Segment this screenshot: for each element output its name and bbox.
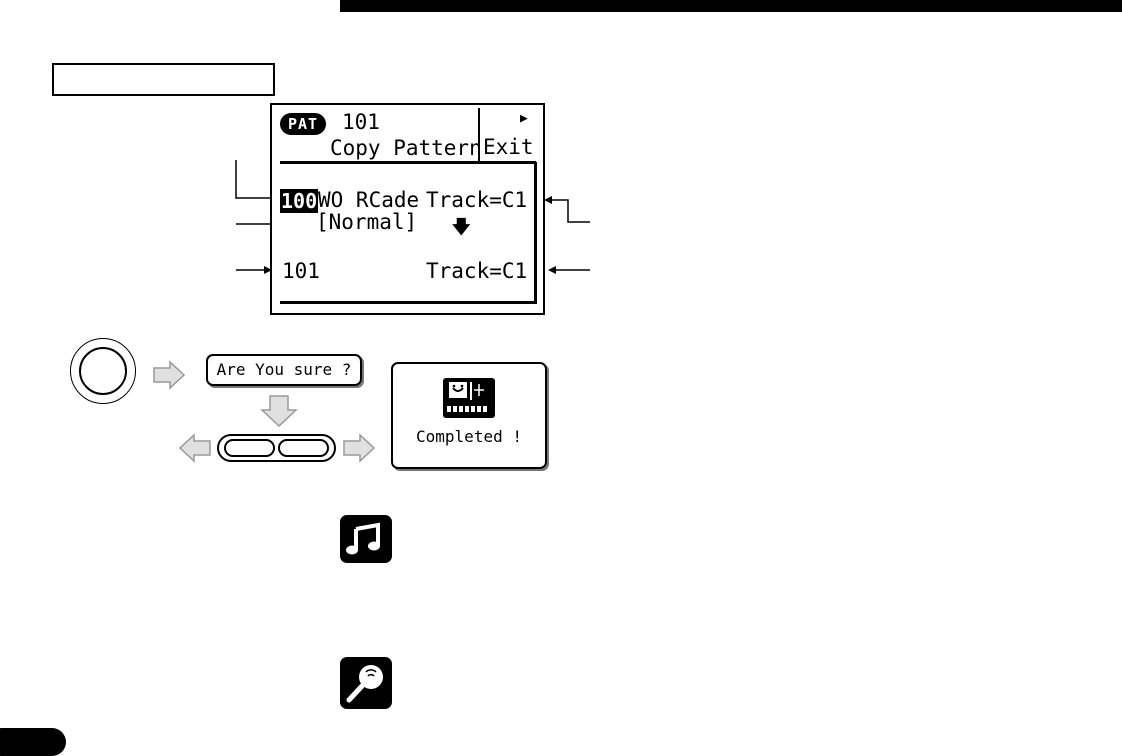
exit-divider — [478, 108, 480, 163]
completed-dialog: Completed ! — [391, 362, 547, 469]
source-pattern-name: WO RCade — [318, 188, 420, 212]
music-note-icon — [340, 515, 392, 563]
knob-center — [79, 347, 127, 395]
section-label-box — [52, 63, 275, 96]
destination-track[interactable]: Track=C1 — [426, 259, 528, 283]
enter-knob[interactable] — [70, 338, 136, 404]
magnifier-icon — [340, 657, 392, 709]
header-bar — [340, 0, 1122, 12]
lcd-screen: PAT 101 Copy Pattern Exit ▶ 100 WO RCade… — [270, 103, 545, 315]
completed-text: Completed ! — [416, 427, 522, 446]
source-track-callout — [548, 199, 590, 223]
page-tab — [0, 728, 66, 756]
title-divider — [280, 161, 536, 164]
right-arrow-icon — [343, 433, 376, 463]
device-icon — [443, 378, 495, 418]
no-button[interactable] — [224, 439, 275, 457]
left-arrow-icon — [178, 433, 211, 463]
destination-pattern-number[interactable]: 101 — [282, 259, 320, 283]
source-pattern-number[interactable]: 100 — [280, 189, 319, 213]
pat-badge: PAT — [280, 113, 326, 135]
down-arrow-icon — [260, 395, 298, 428]
down-arrow-icon: 🡇 — [452, 217, 471, 238]
source-number-callout — [235, 160, 278, 199]
screen-frame — [534, 162, 537, 303]
yes-no-buttons — [217, 434, 336, 462]
play-indicator-icon: ▶ — [520, 111, 528, 126]
confirm-dialog: Are You sure ? — [206, 354, 362, 386]
screen-bottom-rule — [280, 301, 537, 304]
source-track[interactable]: Track=C1 — [426, 188, 528, 212]
right-arrow-icon — [153, 360, 186, 390]
copy-mode[interactable]: [Normal] — [316, 210, 418, 234]
pattern-number: 101 — [342, 110, 380, 134]
exit-button[interactable]: Exit — [483, 135, 534, 159]
function-title: Copy Pattern — [330, 136, 482, 160]
yes-button[interactable] — [278, 439, 329, 457]
